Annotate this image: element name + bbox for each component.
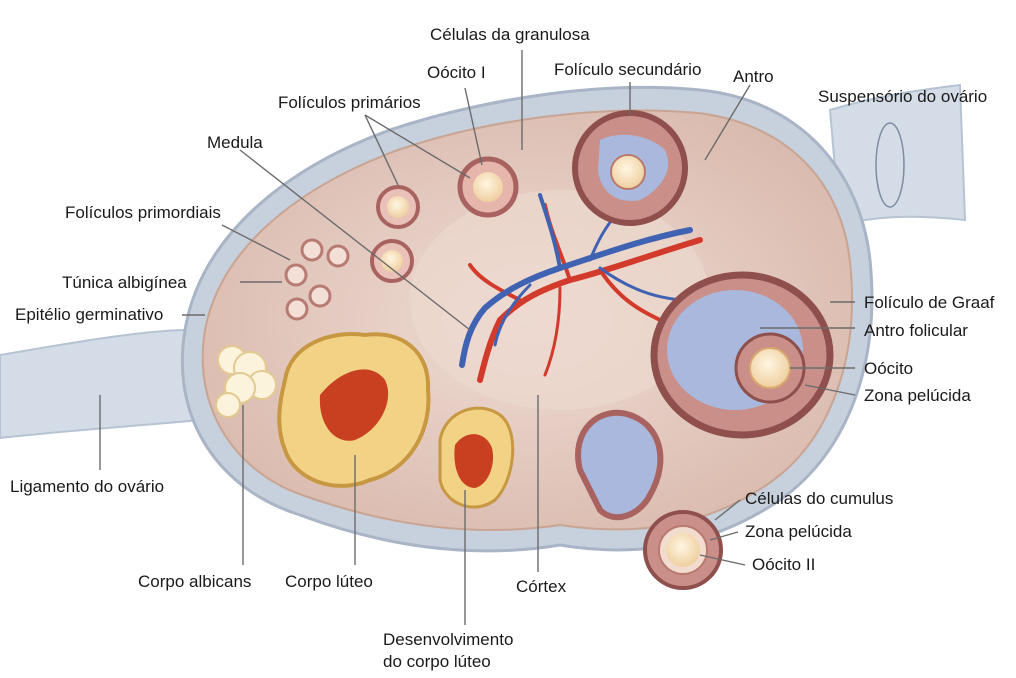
label-ligamento: Ligamento do ovário [10, 477, 164, 496]
label-celulas-granulosa: Células da granulosa [430, 25, 590, 44]
developing-corpus-luteum [440, 408, 513, 507]
label-desenvolvimento-2: do corpo lúteo [383, 652, 491, 671]
label-foliculo-graaf: Folículo de Graaf [864, 293, 995, 312]
label-suspensorio: Suspensório do ovário [818, 87, 987, 106]
label-celulas-cumulus: Células do cumulus [745, 489, 893, 508]
label-corpo-albicans: Corpo albicans [138, 572, 251, 591]
secondary-follicle [575, 113, 685, 223]
label-antro: Antro [733, 67, 774, 86]
label-oocito: Oócito [864, 359, 913, 378]
label-corpo-luteo: Corpo lúteo [285, 572, 373, 591]
label-oocito-i: Oócito I [427, 63, 486, 82]
label-desenvolvimento-1: Desenvolvimento [383, 630, 513, 649]
graafian-follicle [654, 275, 830, 435]
label-foliculo-secundario: Folículo secundário [554, 60, 701, 79]
label-tunica-albiginea: Túnica albigínea [62, 273, 187, 292]
label-foliculos-primordiais: Folículos primordiais [65, 203, 221, 222]
label-oocito-ii: Oócito II [752, 555, 815, 574]
label-zona-pelucida-1: Zona pelúcida [864, 386, 971, 405]
label-foliculos-primarios: Folículos primários [278, 93, 421, 112]
label-antro-folicular: Antro folicular [864, 321, 968, 340]
label-epitelio-germinativo: Epitélio germinativo [15, 305, 163, 324]
label-zona-pelucida-2: Zona pelúcida [745, 522, 852, 541]
label-medula: Medula [207, 133, 263, 152]
label-cortex: Córtex [516, 577, 567, 596]
ovulated-oocyte [645, 512, 721, 588]
